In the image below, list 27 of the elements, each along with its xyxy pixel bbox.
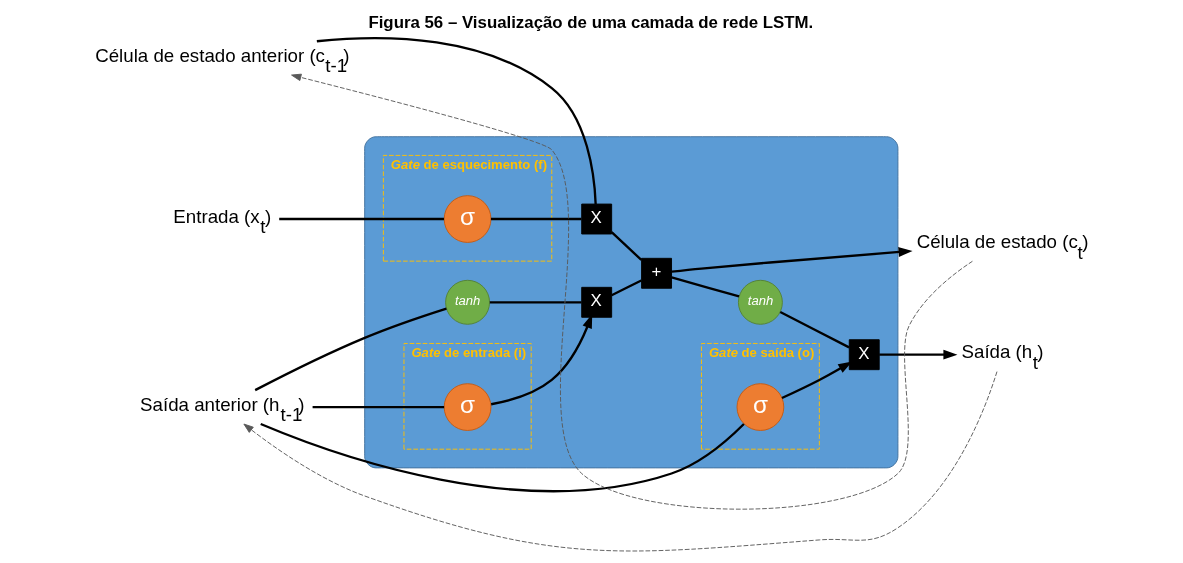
node-circle: tanh — [444, 279, 490, 325]
node-circle: σ — [443, 195, 491, 243]
connector — [779, 311, 850, 349]
arrow — [878, 349, 957, 360]
arrow — [490, 314, 592, 406]
node-circle: tanh — [737, 279, 783, 325]
arrow — [290, 73, 973, 510]
node-circle: σ — [443, 383, 491, 431]
node-box: X — [580, 203, 612, 235]
connector — [312, 405, 444, 409]
arrow — [780, 361, 852, 399]
diagram-title: Figura 56 – Visualização de uma camada de rede LSTM. — [367, 13, 813, 33]
connector — [490, 217, 581, 221]
connector — [489, 301, 581, 304]
connector — [610, 279, 642, 297]
arrow — [242, 371, 997, 552]
connector — [254, 307, 447, 392]
node-box: X — [580, 286, 612, 318]
connector — [259, 422, 745, 493]
node-box: + — [640, 257, 672, 289]
node-box: X — [848, 339, 880, 371]
connector — [278, 217, 444, 221]
arrow — [671, 247, 913, 273]
connector — [610, 231, 642, 261]
connector — [670, 276, 739, 298]
node-circle: σ — [736, 383, 784, 431]
connector — [316, 36, 597, 204]
